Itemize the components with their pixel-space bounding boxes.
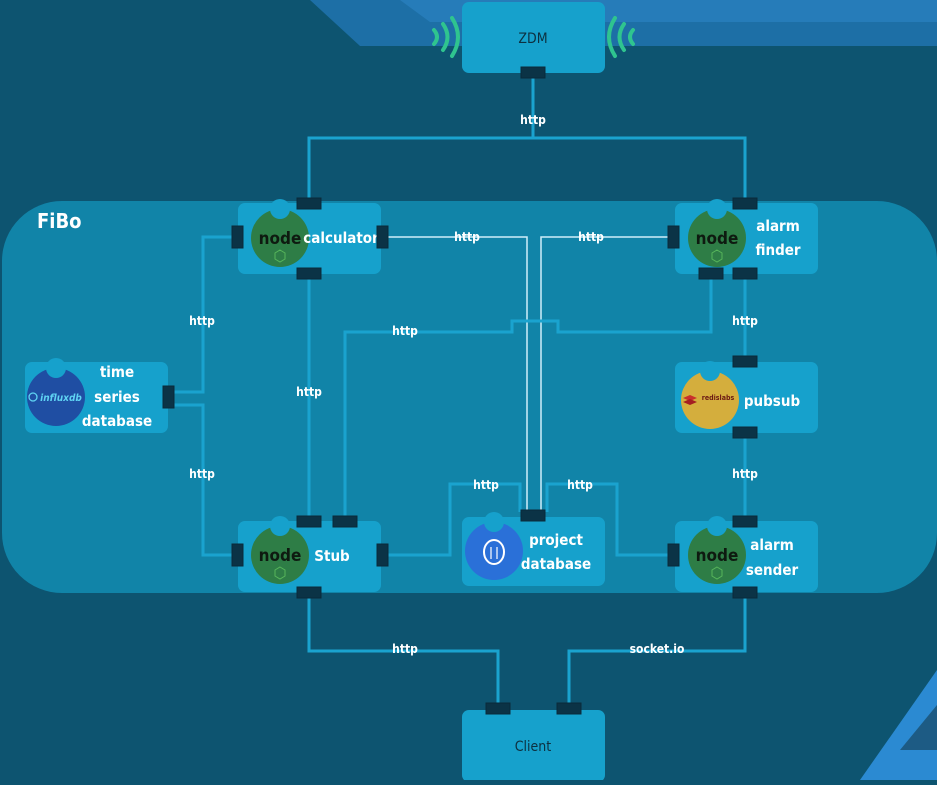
stub-node[interactable]: node Stub <box>231 515 389 599</box>
svg-text:node: node <box>696 229 739 249</box>
svg-text:influxdb: influxdb <box>40 393 82 404</box>
cluster-title: FiBo <box>37 209 82 233</box>
time-series-label-3: database <box>82 412 152 430</box>
project-database-label-2: database <box>521 555 591 573</box>
client-node[interactable]: Client <box>462 702 605 782</box>
project-database-node[interactable]: project database <box>462 509 605 586</box>
calculator-node[interactable]: node calculator <box>231 197 389 280</box>
edge-label: http <box>473 478 499 492</box>
nodejs-logo: node <box>688 516 746 584</box>
edge-label: http <box>578 230 604 244</box>
fibo-cluster <box>2 201 937 593</box>
edge-label: http <box>392 324 418 338</box>
edge-labels: http http http http http http http http … <box>189 113 758 656</box>
edge-label: http <box>296 385 322 399</box>
influxdb-logo: influxdb <box>27 358 85 426</box>
edge-label: http <box>189 467 215 481</box>
edge-label: http <box>520 113 546 127</box>
stub-label: Stub <box>314 547 350 565</box>
zdm-node[interactable]: ZDM <box>462 2 605 79</box>
alarm-sender-label-1: alarm <box>750 536 794 554</box>
svg-text:node: node <box>696 546 739 566</box>
pubsub-node[interactable]: redislabs pubsub <box>675 355 818 439</box>
edge-label: http <box>189 314 215 328</box>
svg-text:redislabs: redislabs <box>702 394 735 402</box>
calculator-label: calculator <box>303 229 379 247</box>
edge-label: http <box>732 314 758 328</box>
edge-label: socket.io <box>630 642 685 656</box>
project-database-label-1: project <box>529 531 583 549</box>
edge-label: http <box>567 478 593 492</box>
time-series-database-node[interactable]: influxdb time series database <box>25 358 175 433</box>
svg-text:node: node <box>259 546 302 566</box>
alarm-finder-label-1: alarm <box>756 217 800 235</box>
edge-label: http <box>732 467 758 481</box>
nodejs-logo: node <box>251 199 309 267</box>
alarm-finder-label-2: finder <box>755 241 800 259</box>
nodejs-logo: node <box>688 199 746 267</box>
client-label: Client <box>515 739 552 755</box>
alarm-finder-node[interactable]: node alarm finder <box>667 197 818 280</box>
edge-label: http <box>392 642 418 656</box>
edge-label: http <box>454 230 480 244</box>
nodejs-logo: node <box>251 516 309 584</box>
pubsub-label: pubsub <box>744 392 801 410</box>
signal-left-icon <box>432 16 460 58</box>
signal-right-icon <box>607 16 635 58</box>
alarm-sender-label-2: sender <box>746 561 799 579</box>
alarm-sender-node[interactable]: node alarm sender <box>667 515 818 599</box>
edge-wires <box>174 78 747 703</box>
redis-logo: redislabs <box>681 361 739 429</box>
time-series-label-1: time <box>100 363 134 381</box>
zdm-label: ZDM <box>518 31 547 47</box>
postgresql-logo <box>465 512 523 580</box>
svg-text:node: node <box>259 229 302 249</box>
time-series-label-2: series <box>94 388 140 406</box>
